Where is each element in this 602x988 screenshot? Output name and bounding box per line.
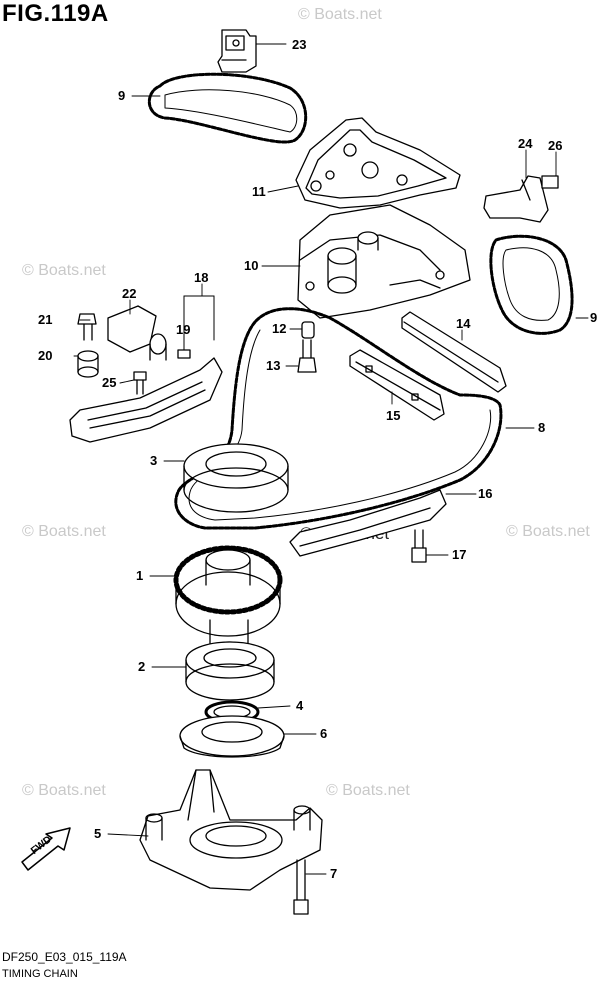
watermark: © Boats.net <box>298 6 382 23</box>
callout-2: 2 <box>138 659 146 674</box>
callout-3: 3 <box>150 453 158 468</box>
part-11-gasket <box>295 117 461 209</box>
figure-caption: TIMING CHAIN <box>2 968 78 980</box>
part-16-guide <box>289 489 447 557</box>
callout-11: 11 <box>252 184 266 199</box>
watermark: © Boats.net <box>22 523 106 540</box>
callout-1: 1 <box>136 568 144 583</box>
part-23-bracket <box>217 29 257 73</box>
callout-13: 13 <box>266 358 281 373</box>
callout-14: 14 <box>456 316 471 331</box>
watermark: © Boats.net <box>22 782 106 799</box>
callout-16: 16 <box>478 486 493 501</box>
callout-21: 21 <box>38 312 53 327</box>
part-9-chain-upper <box>147 72 308 144</box>
callout-12: 12 <box>272 321 287 336</box>
callout-9: 9 <box>118 88 126 103</box>
part-3-bearing <box>183 443 289 513</box>
callout-22: 22 <box>122 286 137 301</box>
callout-23: 23 <box>292 37 307 52</box>
part-7-bolt <box>293 859 309 915</box>
figure-code: DF250_E03_015_119A <box>2 950 127 964</box>
part-26-bolt <box>541 175 559 189</box>
callout-25: 25 <box>102 375 117 390</box>
part-12-dowel <box>301 321 315 339</box>
part-24-bracket <box>483 175 549 223</box>
part-10-housing <box>297 204 471 319</box>
part-22-tensioner <box>107 305 167 361</box>
callout-17: 17 <box>452 547 467 562</box>
part-6-plate <box>179 715 285 758</box>
callout-9-right: 9 <box>590 310 598 325</box>
part-25-bolt <box>133 371 147 395</box>
leader-lines <box>73 43 589 875</box>
fwd-arrow <box>21 827 71 871</box>
callout-20: 20 <box>38 348 53 363</box>
part-1-gear <box>173 545 283 659</box>
part-20-spacer <box>77 350 99 378</box>
part-15-guide <box>349 349 445 421</box>
watermark: © Boats.net <box>506 523 590 540</box>
callout-24: 24 <box>518 136 533 151</box>
part-14-guide <box>401 311 507 393</box>
callout-26: 26 <box>548 138 563 153</box>
part-17-bolt <box>411 529 427 563</box>
callout-18: 18 <box>194 270 209 285</box>
callout-8: 8 <box>538 420 546 435</box>
part-9-chain-right <box>489 234 574 335</box>
watermark: © Boats.net <box>326 782 410 799</box>
callout-19: 19 <box>176 322 191 337</box>
watermark: © Boats.net <box>22 262 106 279</box>
callout-7: 7 <box>330 866 338 881</box>
part-2-bearing <box>185 641 275 701</box>
callout-10: 10 <box>244 258 259 273</box>
part-19-pin <box>177 349 191 359</box>
callout-15: 15 <box>386 408 401 423</box>
part-21-bolt <box>77 313 97 341</box>
part-5-housing <box>139 769 323 891</box>
part-13-bolt <box>297 339 317 373</box>
callout-5: 5 <box>94 826 102 841</box>
figure-title: FIG.119A <box>2 0 109 27</box>
callout-4: 4 <box>296 698 304 713</box>
callout-6: 6 <box>320 726 328 741</box>
